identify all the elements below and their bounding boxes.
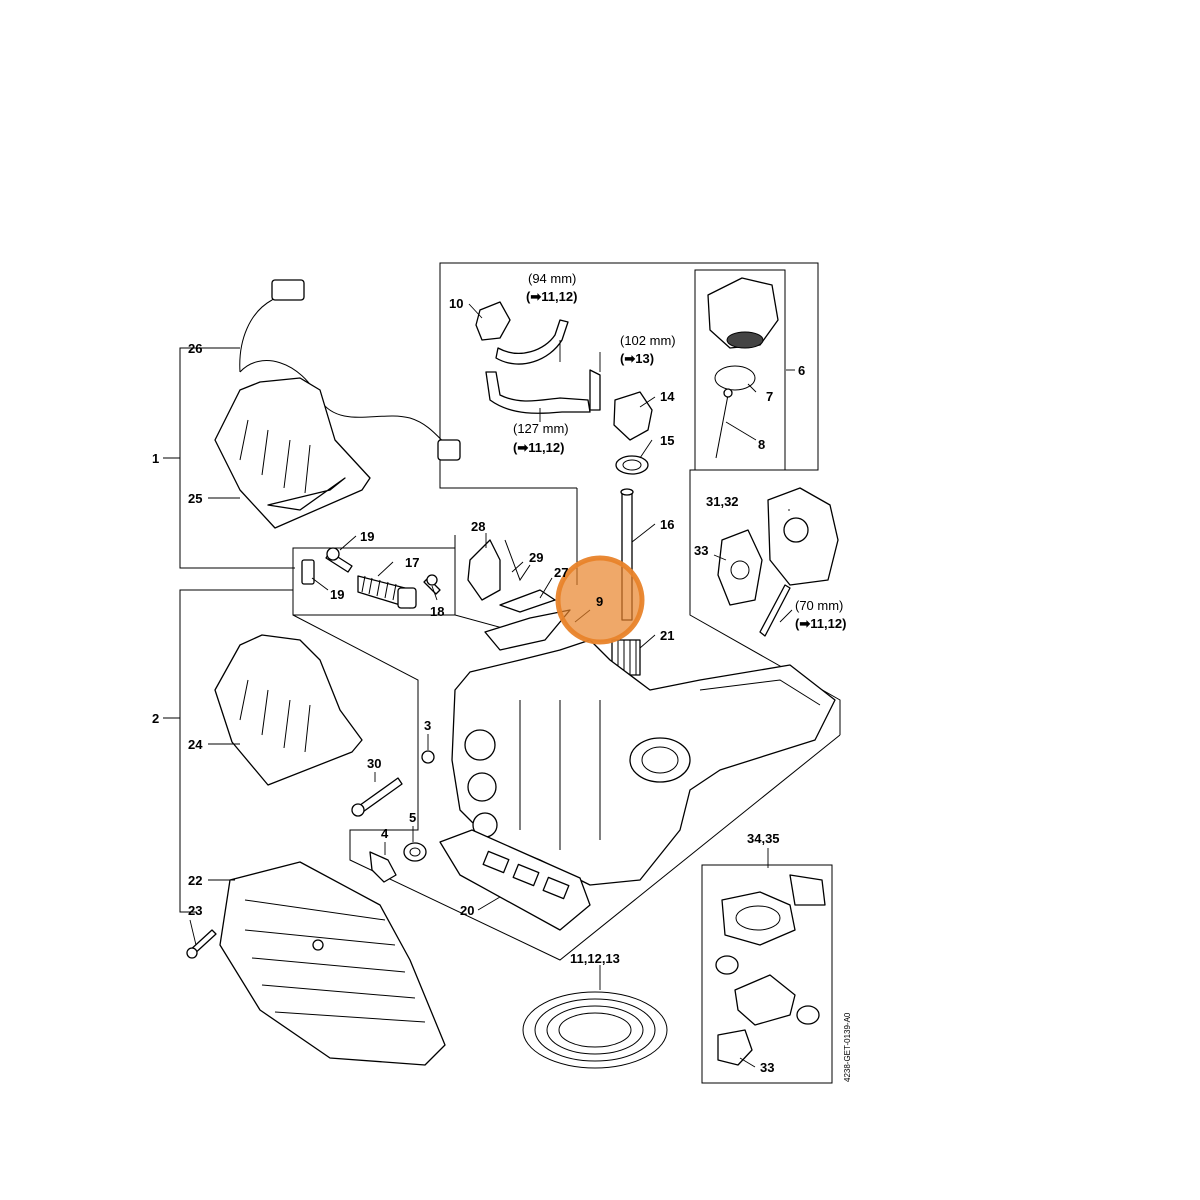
arrow-right-icon: ➡	[530, 289, 541, 304]
side-cover-part	[219, 861, 446, 1066]
note-127mm-length: (127 mm)	[513, 421, 569, 436]
fuel-system-parts	[475, 301, 653, 676]
carburetor-parts	[717, 487, 839, 637]
main-housing-part	[451, 639, 836, 886]
arrow-right-icon: ➡	[624, 351, 635, 366]
wire-harness-part	[239, 279, 461, 461]
note-102mm-ref: (➡13)	[620, 351, 654, 366]
note-102mm-ref-value: 13	[635, 351, 649, 366]
callout-7[interactable]: 7	[766, 389, 773, 404]
callout-6[interactable]: 6	[798, 363, 805, 378]
callout-31-32[interactable]: 31,32	[706, 494, 739, 509]
coiled-hose-part	[522, 991, 668, 1069]
document-id: 4238-GET-0139-A0	[843, 1012, 852, 1082]
note-70mm-ref-value: 11,12	[810, 616, 842, 631]
callout-8[interactable]: 8	[758, 437, 765, 452]
callout-23[interactable]: 23	[188, 903, 202, 918]
callout-30[interactable]: 30	[367, 756, 381, 771]
callout-33-gasket[interactable]: 33	[760, 1060, 774, 1075]
callout-5[interactable]: 5	[409, 810, 416, 825]
callout-14[interactable]: 14	[660, 389, 675, 404]
callout-17[interactable]: 17	[405, 555, 419, 570]
callout-26[interactable]: 26	[188, 341, 202, 356]
note-127mm-ref: (➡11,12)	[513, 440, 564, 455]
callout-24[interactable]: 24	[188, 737, 203, 752]
callout-19-bottom[interactable]: 19	[330, 587, 344, 602]
callout-10[interactable]: 10	[449, 296, 463, 311]
callout-34-35[interactable]: 34,35	[747, 831, 780, 846]
callout-3[interactable]: 3	[424, 718, 431, 733]
gasket-set-parts	[715, 874, 826, 1066]
note-94mm-length: (94 mm)	[528, 271, 576, 286]
tray-part	[439, 829, 591, 931]
pump-parts	[467, 539, 571, 651]
callout-25[interactable]: 25	[188, 491, 202, 506]
callout-4[interactable]: 4	[381, 826, 389, 841]
leader-lines	[189, 303, 795, 1068]
callout-29[interactable]: 29	[529, 550, 543, 565]
note-102mm-length: (102 mm)	[620, 333, 676, 348]
callout-15[interactable]: 15	[660, 433, 674, 448]
tank-cap-parts	[707, 277, 779, 459]
note-127mm-ref-value: 11,12	[528, 440, 560, 455]
arrow-right-icon: ➡	[799, 616, 810, 631]
highlight-circle[interactable]	[555, 555, 645, 645]
note-94mm-ref: (➡11,12)	[526, 289, 577, 304]
callout-28[interactable]: 28	[471, 519, 485, 534]
upper-cover-part	[214, 377, 371, 529]
buffer-parts	[301, 547, 441, 609]
note-70mm-length: (70 mm)	[795, 598, 843, 613]
callout-22[interactable]: 22	[188, 873, 202, 888]
callout-9[interactable]: 9	[596, 594, 603, 609]
lower-cover-part	[214, 634, 363, 786]
callout-18[interactable]: 18	[430, 604, 444, 619]
housing-small-parts	[351, 750, 435, 883]
callout-labels: 1 2 3 4 5 6 7 8 9 10 14 15 16 17 18 19 1…	[152, 296, 805, 1075]
callout-27[interactable]: 27	[554, 565, 568, 580]
note-70mm-ref: (➡11,12)	[795, 616, 846, 631]
callout-21[interactable]: 21	[660, 628, 674, 643]
callout-16[interactable]: 16	[660, 517, 674, 532]
callout-33-carb[interactable]: 33	[694, 543, 708, 558]
note-94mm-ref-value: 11,12	[541, 289, 573, 304]
callout-11-12-13[interactable]: 11,12,13	[570, 951, 620, 966]
arrow-right-icon: ➡	[517, 440, 528, 455]
hose-length-notes: (94 mm) (➡11,12) (102 mm) (➡13) (127 mm)…	[513, 271, 846, 631]
callout-1[interactable]: 1	[152, 451, 159, 466]
callout-2[interactable]: 2	[152, 711, 159, 726]
callout-20[interactable]: 20	[460, 903, 474, 918]
screw-23-part	[186, 929, 217, 959]
callout-19-top[interactable]: 19	[360, 529, 374, 544]
